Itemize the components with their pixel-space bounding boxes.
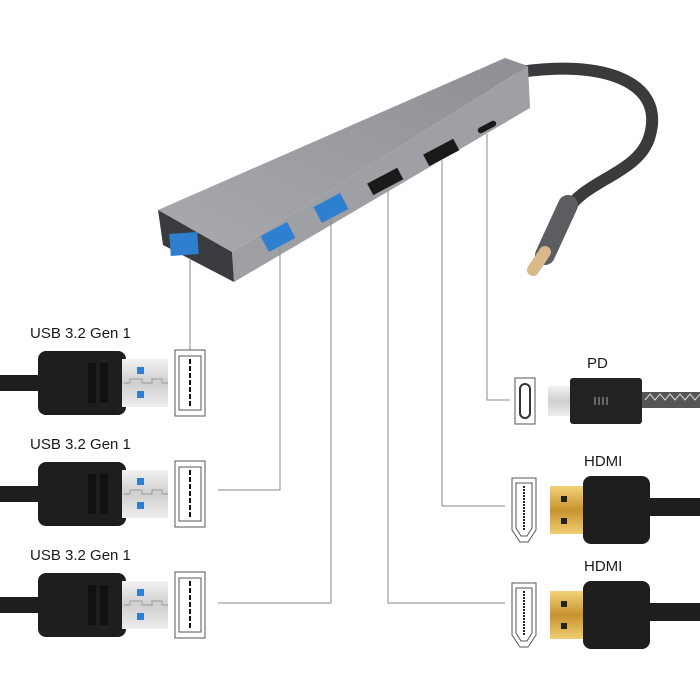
hdmi-plug-icon [550, 581, 700, 649]
usb-a-plug-icon [0, 462, 168, 526]
hdmi-port-icon [367, 167, 404, 196]
usb-a-port-icon [313, 193, 349, 223]
usb-c-plug-icon [548, 378, 700, 424]
port-label: PD [587, 355, 608, 372]
usb-a-row: USB 3.2 Gen 1 [0, 547, 206, 639]
usb-a-port-icon [260, 222, 296, 252]
usb-c-port-icon [477, 120, 497, 134]
usb-a-receptacle-icon [174, 571, 206, 639]
port-label: USB 3.2 Gen 1 [30, 325, 131, 342]
hdmi-row: HDMI [511, 453, 700, 544]
usb-a-row: USB 3.2 Gen 1 [0, 436, 206, 528]
port-label: HDMI [584, 453, 622, 470]
hdmi-port-icon [423, 138, 460, 167]
usb-a-row: USB 3.2 Gen 1 [0, 325, 206, 417]
usb-a-port-icon [169, 232, 199, 256]
hdmi-row: HDMI [511, 558, 700, 649]
hub-body [158, 58, 530, 282]
hub-cable [514, 62, 658, 276]
hdmi-receptacle-icon [511, 477, 537, 543]
hdmi-receptacle-icon [511, 582, 537, 648]
port-label: USB 3.2 Gen 1 [30, 436, 131, 453]
leader-lines [189, 134, 510, 604]
usb-a-receptacle-icon [174, 349, 206, 417]
usb-c-receptacle-icon [514, 377, 536, 425]
hdmi-plug-icon [550, 476, 700, 544]
port-label: HDMI [584, 558, 622, 575]
usb-a-receptacle-icon [174, 460, 206, 528]
usb-a-plug-icon [0, 573, 168, 637]
usb-c-row: PD [514, 355, 700, 425]
usb-a-plug-icon [0, 351, 168, 415]
port-label: USB 3.2 Gen 1 [30, 547, 131, 564]
